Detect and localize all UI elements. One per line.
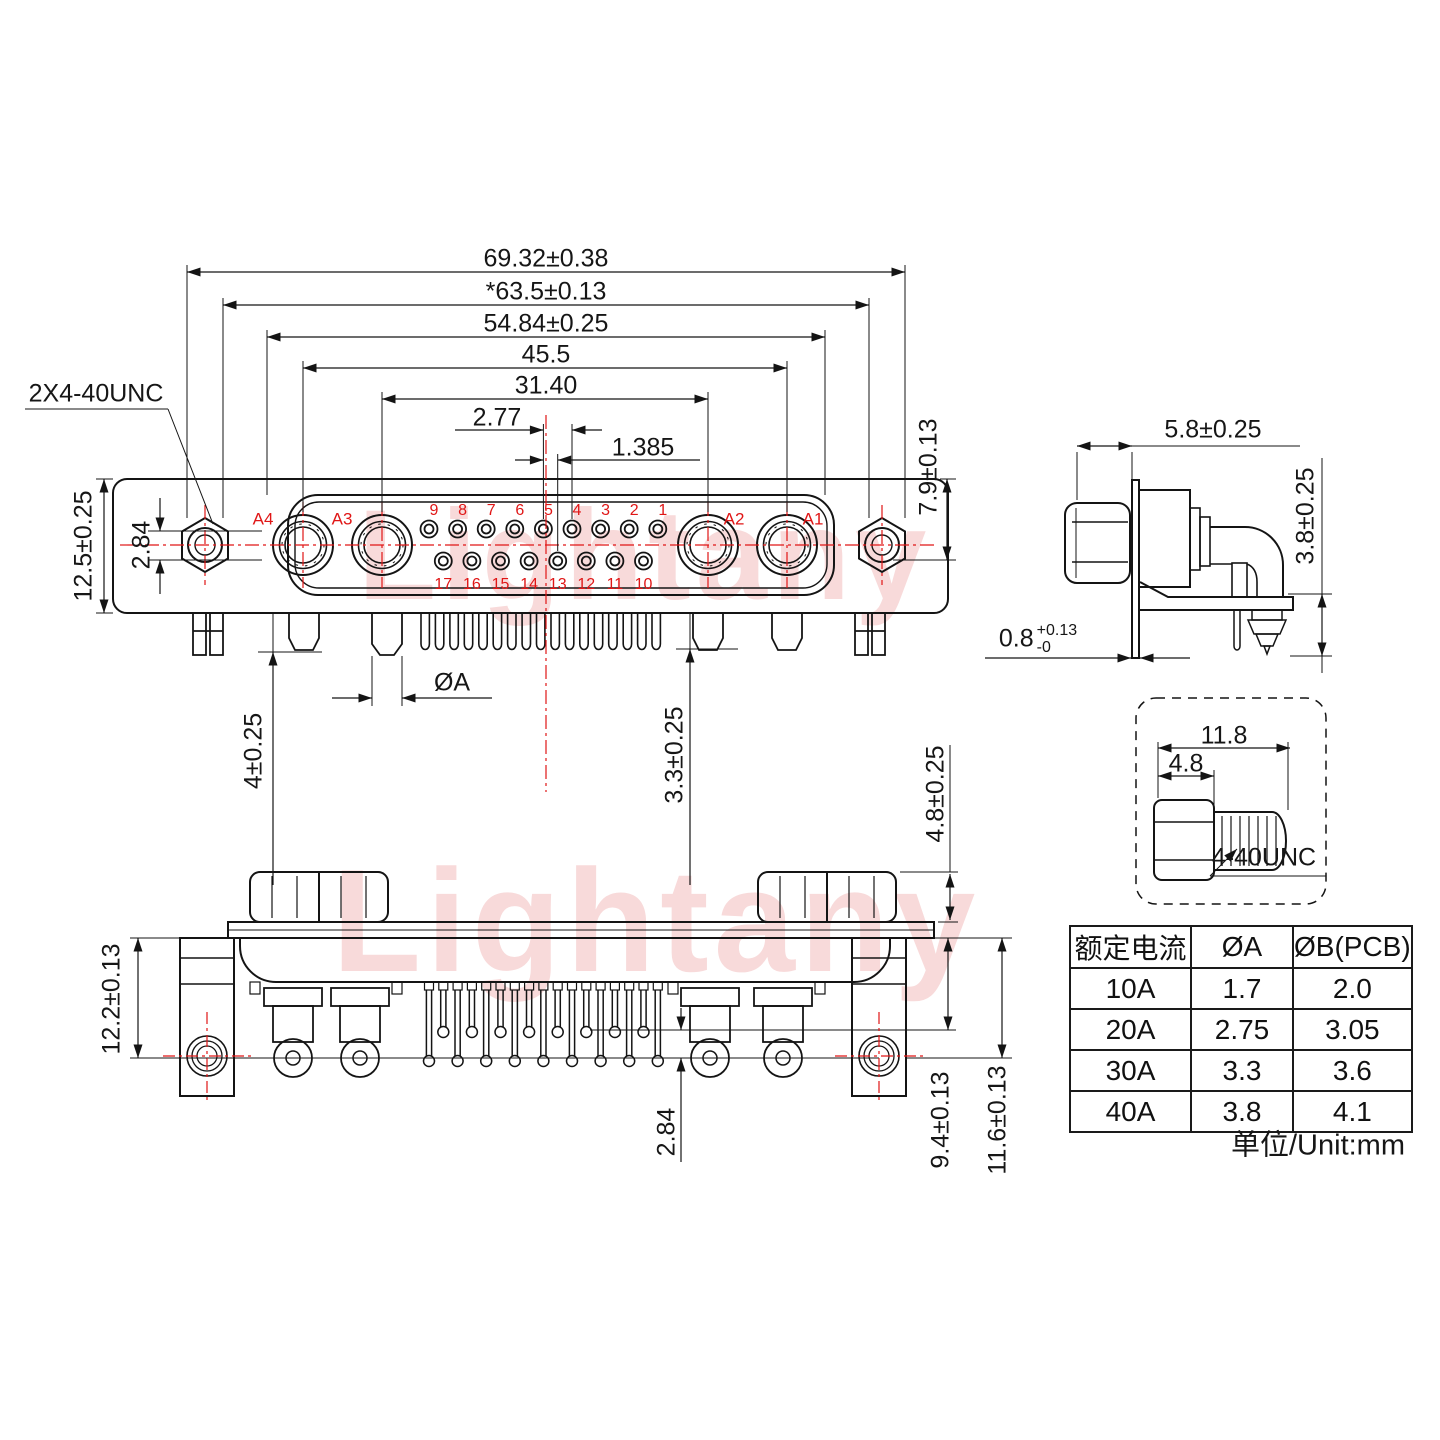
jackscrew-detail (1135, 697, 1327, 905)
pin-number-label: 6 (515, 502, 525, 519)
header-rated-current: 额定电流 (1069, 925, 1192, 969)
pin-number-label: 7 (486, 502, 496, 519)
dim-front-row-gap: 2.84 (127, 520, 156, 570)
cell-dia-a: 3.8 (1190, 1090, 1294, 1133)
header-dia-b-pcb: ØB(PCB) (1292, 925, 1413, 969)
dim-side-standoff: 3.8±0.25 (1291, 467, 1320, 565)
dim-bottom-row-gap: 2.84 (652, 1107, 681, 1157)
pcb-drill-dimensions (258, 613, 738, 885)
table-header-row: 额定电流 ØA ØB(PCB) (1069, 925, 1413, 969)
dim-pin-diameter: ØA (433, 668, 471, 697)
coax-legs (249, 981, 826, 1078)
table-row: 30A 3.3 3.6 (1069, 1049, 1413, 1092)
contact-label-a3: A3 (331, 509, 353, 529)
dim-side-depth: 5.8±0.25 (1164, 415, 1262, 444)
screw-thread-note: 4-40UNC (1211, 843, 1317, 872)
dim-pin-pitch: 2.77 (472, 403, 522, 432)
cell-dia-a: 1.7 (1190, 967, 1294, 1010)
flange-thickness-tolerance: +0.13-0 (1036, 622, 1078, 657)
header-dia-a: ØA (1190, 925, 1294, 969)
dim-bracket-height: 12.2±0.13 (97, 943, 126, 1055)
cell-current: 10A (1069, 967, 1192, 1010)
pin-number-label: 12 (577, 576, 596, 593)
pin-number-label: 15 (491, 576, 510, 593)
dim-pin-length-long: 11.6±0.13 (983, 1065, 1012, 1175)
dim-coax-inner-span: 31.40 (514, 371, 578, 400)
dim-row-offset: 1.385 (611, 433, 675, 462)
dim-overall-width: 69.32±0.38 (483, 244, 609, 273)
front-view-pegs (192, 612, 886, 656)
dim-peg-depth: 4±0.25 (239, 712, 268, 790)
current-rating-table: 额定电流 ØA ØB(PCB) 10A 1.7 2.0 20A 2.75 3.0… (1069, 925, 1413, 1133)
cell-dia-b: 2.0 (1292, 967, 1413, 1010)
dim-flange-width: 54.84±0.25 (483, 309, 609, 338)
cell-current: 40A (1069, 1090, 1192, 1133)
standoff-left (249, 871, 389, 923)
dim-standoff-height: 4.8±0.25 (921, 745, 950, 843)
bottom-dimensions (130, 745, 1012, 1162)
dim-screw-head-length: 4.8 (1168, 749, 1204, 778)
pin-number-label: 1 (658, 502, 668, 519)
dim-screw-total-length: 11.8 (1200, 721, 1248, 750)
dim-coax-outer-span: 45.5 (521, 340, 571, 369)
thread-note: 2X4-40UNC (28, 379, 164, 408)
pin-number-label: 16 (462, 576, 481, 593)
front-dimensions (25, 265, 956, 614)
dim-face-to-center: 7.9±0.13 (914, 418, 943, 516)
cell-dia-a: 3.3 (1190, 1049, 1294, 1092)
pin-number-label: 14 (520, 576, 538, 593)
cell-dia-a: 2.75 (1190, 1008, 1294, 1051)
pin-number-label: 2 (629, 502, 639, 519)
unit-note: 单位/Unit:mm (1230, 1129, 1406, 1162)
flange-thickness-base: 0.8 (998, 624, 1034, 653)
pin-number-label: 3 (601, 502, 611, 519)
cell-dia-b: 3.6 (1292, 1049, 1413, 1092)
tol-minus: -0 (1036, 639, 1051, 656)
centerlines-front (120, 415, 938, 792)
cell-dia-b: 4.1 (1292, 1090, 1413, 1133)
pin-number-label: 4 (572, 502, 582, 519)
bent-signal-pins (422, 981, 665, 1068)
contact-label-a4: A4 (252, 509, 274, 529)
standoff-right (757, 871, 897, 923)
cell-current: 20A (1069, 1008, 1192, 1051)
dim-pin-length-short: 9.4±0.13 (926, 1071, 955, 1169)
bottom-view (179, 871, 956, 1097)
pin-number-label: 10 (634, 576, 653, 593)
table-row: 40A 3.8 4.1 (1069, 1090, 1413, 1133)
pin-number-label: 8 (458, 502, 468, 519)
bottom-centermarks (163, 1012, 923, 1100)
contact-label-a1: A1 (802, 509, 824, 529)
cell-current: 30A (1069, 1049, 1192, 1092)
pin-number-label: 9 (429, 502, 439, 519)
tol-plus: +0.13 (1036, 622, 1078, 640)
snap-leg (1246, 609, 1288, 657)
pin-number-label: 17 (434, 576, 453, 593)
pin-number-label: 5 (543, 502, 553, 519)
dim-mount-span: *63.5±0.13 (485, 277, 607, 306)
dim-body-height: 12.5±0.25 (69, 490, 98, 602)
side-dimensions (985, 441, 1332, 673)
cell-dia-b: 3.05 (1292, 1008, 1413, 1051)
contact-label-a2: A2 (723, 509, 745, 529)
side-view (1064, 479, 1294, 659)
table-row: 20A 2.75 3.05 (1069, 1008, 1413, 1051)
pin-number-label: 11 (606, 576, 624, 593)
dim-flange-thickness: 0.8+0.13-0 (998, 622, 1078, 657)
pin-number-label: 13 (548, 576, 567, 593)
signal-pin-holes (419, 519, 668, 571)
table-row: 10A 1.7 2.0 (1069, 967, 1413, 1010)
dim-peg-depth-right: 3.3±0.25 (660, 706, 689, 804)
